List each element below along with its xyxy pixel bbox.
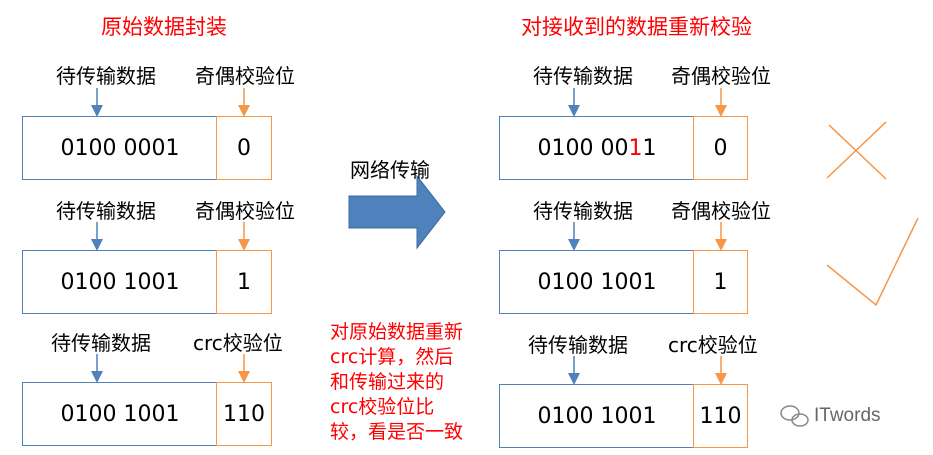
data-box: [499, 250, 695, 314]
check-box: [693, 250, 748, 314]
data-box: [22, 116, 218, 180]
data-label: 待传输数据: [528, 333, 628, 357]
error-bit: 1: [628, 136, 643, 161]
crc-note: 对原始数据重新crc计算，然后和传输过来的crc校验位比较，看是否一致: [330, 321, 464, 443]
check-label: crc校验位: [668, 333, 758, 357]
data-value: 0100 1001: [537, 270, 657, 295]
data-label: 待传输数据: [51, 331, 151, 355]
data-value-received: 0100 0011: [499, 136, 695, 161]
data-label: 待传输数据: [56, 64, 156, 88]
check-label: 奇偶校验位: [671, 199, 771, 223]
cross-icon: [826, 121, 887, 180]
check-label: 奇偶校验位: [671, 64, 771, 88]
data-value: 0100 1001: [60, 270, 180, 295]
data-value: 0100 1001: [60, 402, 180, 427]
check-box: [693, 116, 748, 180]
left-title: 原始数据封装: [101, 15, 227, 39]
right-title: 对接收到的数据重新校验: [521, 15, 752, 39]
data-box: [22, 250, 218, 314]
data-value: 0100 1001: [537, 404, 657, 429]
check-icon: [826, 217, 919, 307]
check-box: [693, 384, 748, 448]
data-prefix: 0100 00: [537, 136, 629, 161]
check-value: 0: [237, 136, 251, 161]
data-label: 待传输数据: [533, 199, 633, 223]
check-box: [216, 382, 272, 446]
data-label: 待传输数据: [56, 199, 156, 223]
wechat-icon: [780, 405, 809, 427]
data-label: 待传输数据: [533, 64, 633, 88]
transfer-label: 网络传输: [350, 158, 430, 182]
check-value: 0: [713, 136, 728, 161]
data-suffix: 1: [642, 136, 657, 161]
data-box: [22, 382, 218, 446]
check-label: 奇偶校验位: [195, 64, 295, 88]
data-box: [499, 116, 695, 180]
check-value: 1: [713, 270, 728, 295]
check-label: crc校验位: [193, 331, 283, 355]
check-box: [216, 116, 272, 180]
check-value: 110: [699, 404, 742, 429]
right-arrow-icon: [348, 174, 446, 250]
watermark: ITwords: [814, 405, 881, 426]
check-box: [216, 250, 272, 314]
check-value: 1: [237, 270, 251, 295]
check-value: 110: [223, 402, 265, 427]
check-label: 奇偶校验位: [195, 199, 295, 223]
data-value: 0100 0001: [60, 136, 180, 161]
data-box: [499, 384, 695, 448]
